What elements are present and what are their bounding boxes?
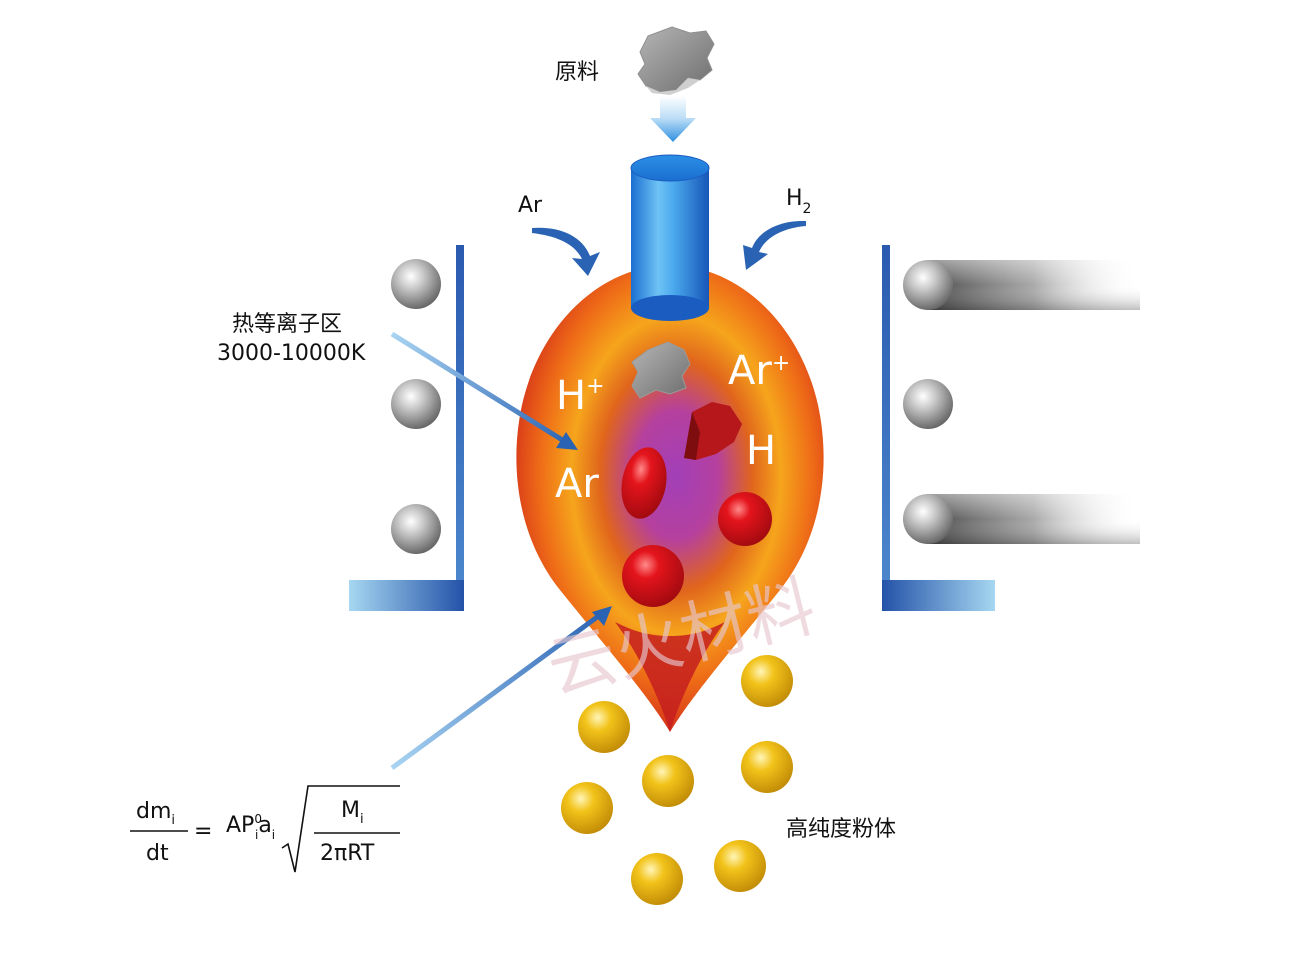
red-rock-particle-shade — [684, 412, 700, 460]
torch-nozzle-top — [630, 154, 710, 182]
ion-ar-plus-sup: + — [772, 351, 790, 376]
left-wall-base — [349, 580, 464, 611]
torch-nozzle-bottom — [631, 295, 709, 321]
gray-rock-particle — [631, 341, 691, 399]
left-wall-vertical — [456, 245, 464, 583]
right-coil-1-tail-shade — [927, 260, 1140, 310]
species-ar-label: Ar — [555, 461, 599, 507]
formula-sqrt-denominator: 2πRT — [320, 841, 375, 866]
feed-down-arrow-icon — [650, 96, 696, 142]
product-particle-7 — [631, 853, 683, 905]
formula-p-sup: 0 — [254, 812, 262, 826]
formula-sqrt-sign — [281, 785, 400, 873]
product-label: 高纯度粉体 — [786, 817, 896, 842]
product-particle-6 — [714, 840, 766, 892]
left-coil-1 — [391, 259, 441, 309]
gas-inlets: Ar H2 — [518, 186, 811, 276]
right-coil-2 — [903, 379, 953, 429]
formula-sqrt-numerator: Mi — [341, 798, 364, 827]
ion-ar-plus-label: Ar+ — [728, 348, 790, 394]
plasma-zone-annotation: 热等离子区 3000-10000K — [217, 312, 578, 450]
raw-material-rock-icon — [637, 26, 715, 93]
torch-nozzle-body — [631, 168, 709, 308]
ion-h-plus-sup: + — [586, 374, 604, 399]
formula-equals: = — [194, 819, 212, 844]
left-coil-2 — [391, 379, 441, 429]
plasma-particles — [621, 341, 772, 607]
product-particle-5 — [561, 782, 613, 834]
left-chamber-wall — [349, 245, 464, 611]
raw-material-rock-shade — [646, 78, 700, 95]
formula-lhs-numerator: dmi — [136, 799, 175, 828]
formula-sqrt-num-sub: i — [360, 812, 364, 827]
raw-material-label: 原料 — [555, 60, 599, 85]
species-h-label: H — [746, 428, 776, 474]
right-wall-base — [882, 580, 995, 611]
formula-p-sub: i — [255, 828, 258, 842]
red-ellipsoid-particle — [621, 447, 667, 519]
ion-h-plus-label: H+ — [556, 373, 605, 419]
ar-inlet-arrow-icon — [532, 227, 600, 276]
right-wall-vertical — [882, 245, 890, 583]
product-particle-2 — [578, 701, 630, 753]
formula-lhs-num-sub: i — [171, 813, 175, 828]
plasma-zone-leader-arrow-icon — [556, 432, 578, 450]
left-coil-3 — [391, 504, 441, 554]
product-powder: 高纯度粉体 — [561, 655, 896, 905]
formula-leader-arrow-icon — [592, 606, 612, 626]
plasma-flame-group — [516, 265, 824, 732]
red-sphere-particle-1 — [718, 492, 772, 546]
plasma-flame — [516, 265, 824, 732]
plasma-zone-label-line1: 热等离子区 — [232, 312, 342, 337]
plasma-flame-tail-shade — [615, 622, 725, 732]
plasma-zone-leader-line — [390, 331, 574, 449]
right-chamber-wall — [882, 245, 1140, 611]
gas-ar-label: Ar — [518, 193, 543, 218]
red-rock-particle — [684, 402, 742, 460]
product-particle-1 — [741, 655, 793, 707]
red-sphere-particle-2 — [622, 545, 684, 607]
plasma-zone-label-line2: 3000-10000K — [217, 341, 366, 366]
formula-a-sub: i — [272, 828, 275, 842]
right-coil-3 — [903, 494, 953, 544]
right-coil-3-tail-shade — [927, 494, 1140, 544]
gas-h2-subscript: 2 — [803, 201, 812, 217]
right-coil-1 — [903, 260, 953, 310]
formula-leader — [390, 606, 612, 771]
torch-nozzle — [630, 154, 710, 321]
species-labels: H+ Ar+ H Ar — [555, 348, 790, 507]
gas-h2-label: H2 — [786, 186, 811, 217]
product-particle-4 — [642, 755, 694, 807]
raw-material-group: 原料 — [555, 26, 715, 142]
formula-lhs-denominator: dt — [146, 841, 169, 866]
formula-leader-line — [390, 609, 606, 771]
product-particle-3 — [741, 741, 793, 793]
h2-inlet-arrow-icon — [743, 220, 806, 270]
